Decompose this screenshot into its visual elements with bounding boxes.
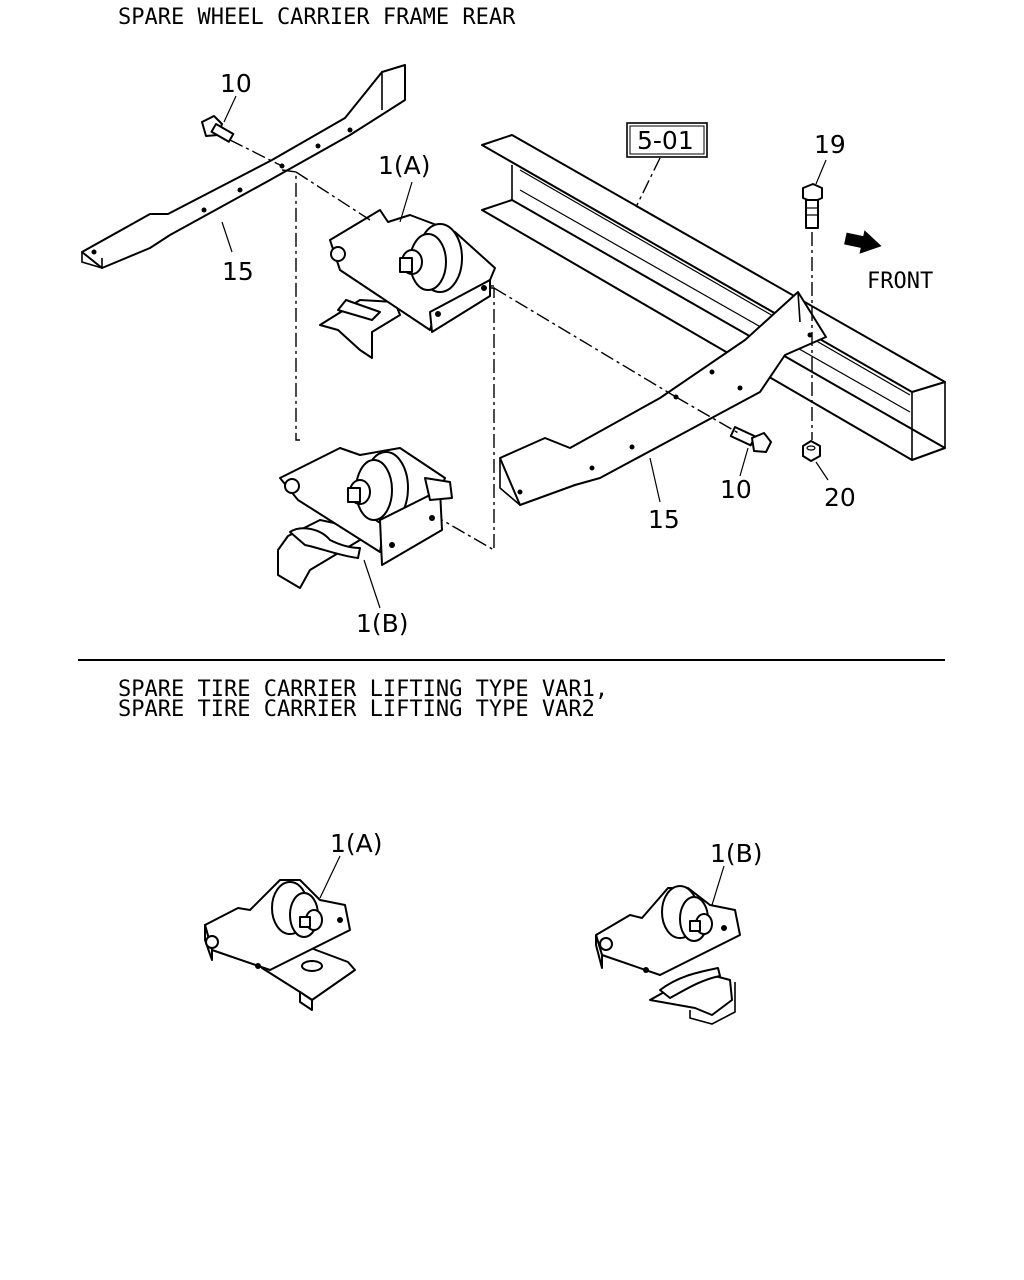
- carrier-1a-upper: [319, 209, 496, 359]
- reference-box[interactable]: 5-01: [626, 122, 708, 208]
- callout-1a-bottom: 1(A): [330, 829, 383, 858]
- carrier-1a-lower: [204, 879, 356, 1011]
- callout-10-lower: 10: [720, 475, 752, 504]
- callout-19: 19: [814, 130, 846, 159]
- bolt-10-lower-icon: [729, 426, 772, 453]
- callout-1b-bottom: 1(B): [710, 839, 763, 868]
- reference-box-label: 5-01: [637, 126, 694, 155]
- frame-rail: [481, 134, 946, 461]
- callout-1b-top: 1(B): [356, 609, 409, 638]
- leader-lines: [221, 95, 829, 609]
- carrier-1b-upper: [277, 447, 453, 589]
- callout-20: 20: [824, 483, 856, 512]
- front-arrow-icon: [844, 230, 882, 254]
- leader-1a-lower: [319, 855, 341, 899]
- leader-1b-lower: [711, 865, 725, 906]
- nut-20-icon: [802, 440, 821, 462]
- bracket-15-right: [499, 291, 827, 506]
- callout-10-upper: 10: [220, 69, 252, 98]
- carrier-1b-lower: [595, 885, 741, 1025]
- variant-heading-1: SPARE TIRE CARRIER LIFTING TYPE VAR1,: [118, 677, 608, 702]
- assembly-lines: [229, 139, 813, 552]
- variant-heading-2: SPARE TIRE CARRIER LIFTING TYPE VAR2: [118, 697, 595, 722]
- bolt-10-upper-icon: [201, 115, 235, 143]
- callout-15-left: 15: [222, 257, 254, 286]
- diagram-title: SPARE WHEEL CARRIER FRAME REAR: [118, 5, 516, 30]
- front-label: FRONT: [867, 269, 933, 294]
- callout-15-right: 15: [648, 505, 680, 534]
- bolt-19-icon: [802, 183, 823, 229]
- callout-1a-top: 1(A): [378, 151, 431, 180]
